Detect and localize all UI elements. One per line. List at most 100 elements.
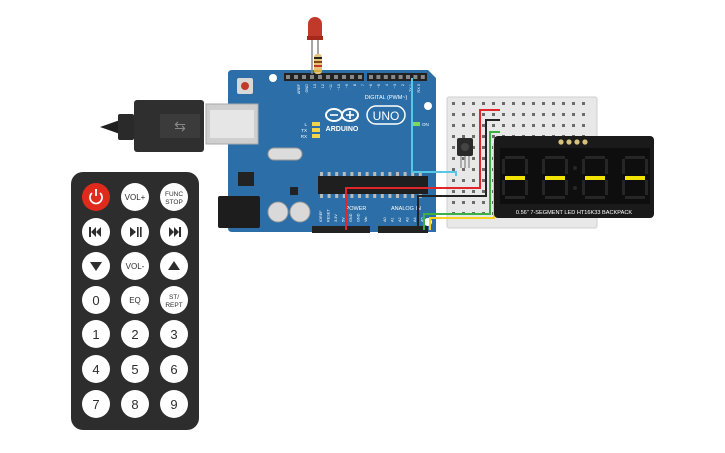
- arduino-uno-board[interactable]: L TX RX ON ARDUINO UNO DIGITAL (PWM~) PO…: [205, 70, 436, 233]
- display-header-pin: [558, 139, 564, 145]
- colon-dot: [573, 166, 577, 170]
- power-header[interactable]: [312, 226, 370, 233]
- seven-segment-display[interactable]: 0.56" 7-SEGMENT LED HT16K33 BACKPACK: [494, 136, 654, 218]
- led-tx-label: TX: [301, 128, 307, 133]
- header-pin: [350, 75, 354, 79]
- breadboard-hole: [522, 102, 525, 105]
- remote-button-up[interactable]: [160, 252, 188, 280]
- breadboard-hole: [472, 168, 475, 171]
- remote-button-vol-up[interactable]: VOL+: [121, 183, 149, 211]
- digit-4: [622, 156, 648, 199]
- pin-label: AREF: [297, 83, 301, 94]
- header-pin: [369, 75, 373, 79]
- atmega-chip: [318, 176, 428, 194]
- breadboard-hole: [562, 124, 565, 127]
- power-icon: [89, 189, 103, 205]
- remote-button-five[interactable]: 5: [121, 355, 149, 383]
- breadboard-hole: [472, 157, 475, 160]
- remote-button-st-rept[interactable]: ST/REPT: [160, 286, 188, 314]
- remote-button-play-pause[interactable]: [121, 218, 149, 246]
- chip-pin: [327, 172, 331, 176]
- remote-button-prev[interactable]: [82, 218, 110, 246]
- led-l-label: L: [304, 122, 307, 127]
- remote-button-six[interactable]: 6: [160, 355, 188, 383]
- chip-pin: [403, 172, 407, 176]
- breadboard-hole: [512, 113, 515, 116]
- breadboard-hole: [582, 124, 585, 127]
- ir-receiver[interactable]: [457, 138, 473, 168]
- pin-label: 2: [401, 84, 405, 86]
- wire-blue[interactable]: [411, 78, 457, 176]
- digit-1: [502, 156, 528, 199]
- model-label: UNO: [373, 109, 400, 123]
- pin-label: ~10: [337, 84, 341, 90]
- header-pin: [286, 75, 290, 79]
- analog-header[interactable]: [378, 226, 428, 233]
- remote-button-one[interactable]: 1: [82, 320, 110, 348]
- remote-button-power[interactable]: [82, 183, 110, 211]
- triangle-up-icon: [168, 261, 180, 270]
- remote-button-three[interactable]: 3: [160, 320, 188, 348]
- breadboard-hole: [492, 102, 495, 105]
- uno-badge: [366, 105, 406, 125]
- breadboard-hole: [482, 146, 485, 149]
- header-pin: [318, 75, 322, 79]
- chip-pin: [358, 194, 361, 198]
- digital-header-left[interactable]: [284, 73, 364, 81]
- triangle-down-icon: [90, 262, 102, 271]
- breadboard-hole: [482, 135, 485, 138]
- remote-button-nine[interactable]: 9: [160, 390, 188, 418]
- remote-button-two[interactable]: 2: [121, 320, 149, 348]
- chip-pin: [320, 194, 323, 198]
- breadboard-hole: [472, 146, 475, 149]
- chip-pin: [327, 194, 331, 198]
- pin-label: A3: [406, 217, 410, 222]
- breadboard-hole: [502, 102, 505, 105]
- remote-button-four[interactable]: 4: [82, 355, 110, 383]
- breadboard-hole: [522, 124, 525, 127]
- pin-label: A4: [413, 217, 417, 222]
- chip-pin: [335, 172, 339, 176]
- breadboard-hole: [452, 179, 455, 182]
- pin-label: 12: [321, 84, 325, 88]
- remote-button-label: 1: [92, 327, 99, 342]
- pin-label: ~9: [345, 84, 349, 88]
- breadboard-hole: [502, 113, 505, 116]
- digital-header-right[interactable]: [367, 73, 427, 81]
- remote-button-down[interactable]: [82, 252, 110, 280]
- breadboard-hole: [462, 157, 465, 160]
- pin-label: A2: [398, 217, 402, 222]
- pin-label: ~3: [393, 84, 397, 88]
- wire-green[interactable]: [423, 131, 500, 230]
- power-label: POWER: [346, 206, 367, 212]
- wire-red[interactable]: [345, 109, 500, 230]
- remote-button-zero[interactable]: 0: [82, 286, 110, 314]
- remote-button-seven[interactable]: 7: [82, 390, 110, 418]
- red-led[interactable]: [307, 17, 323, 74]
- remote-button-next[interactable]: [160, 218, 188, 246]
- resistor[interactable]: [314, 54, 322, 74]
- chip-pin: [373, 194, 377, 198]
- chip-pin: [388, 172, 392, 176]
- remote-button-label: 4: [92, 362, 99, 377]
- pin-label: Vin: [364, 217, 368, 222]
- breadboard-hole: [542, 113, 545, 116]
- breadboard-hole: [462, 113, 465, 116]
- header-pin: [302, 75, 306, 79]
- remote-button-label: STOP: [165, 199, 183, 206]
- reset-button[interactable]: [237, 78, 253, 94]
- breadboard-hole: [482, 157, 485, 160]
- pin-label: ~11: [329, 84, 333, 90]
- remote-button-eq[interactable]: EQ: [121, 286, 149, 314]
- remote-button-vol-down[interactable]: VOL-: [121, 252, 149, 280]
- wire-black[interactable]: [417, 119, 500, 230]
- capacitor: [267, 201, 289, 223]
- chip-pin: [396, 194, 399, 198]
- remote-button-eight[interactable]: 8: [121, 390, 149, 418]
- breadboard-hole: [472, 113, 475, 116]
- breadboard-hole: [492, 113, 495, 116]
- breadboard-hole: [492, 135, 495, 138]
- header-pin: [342, 75, 346, 79]
